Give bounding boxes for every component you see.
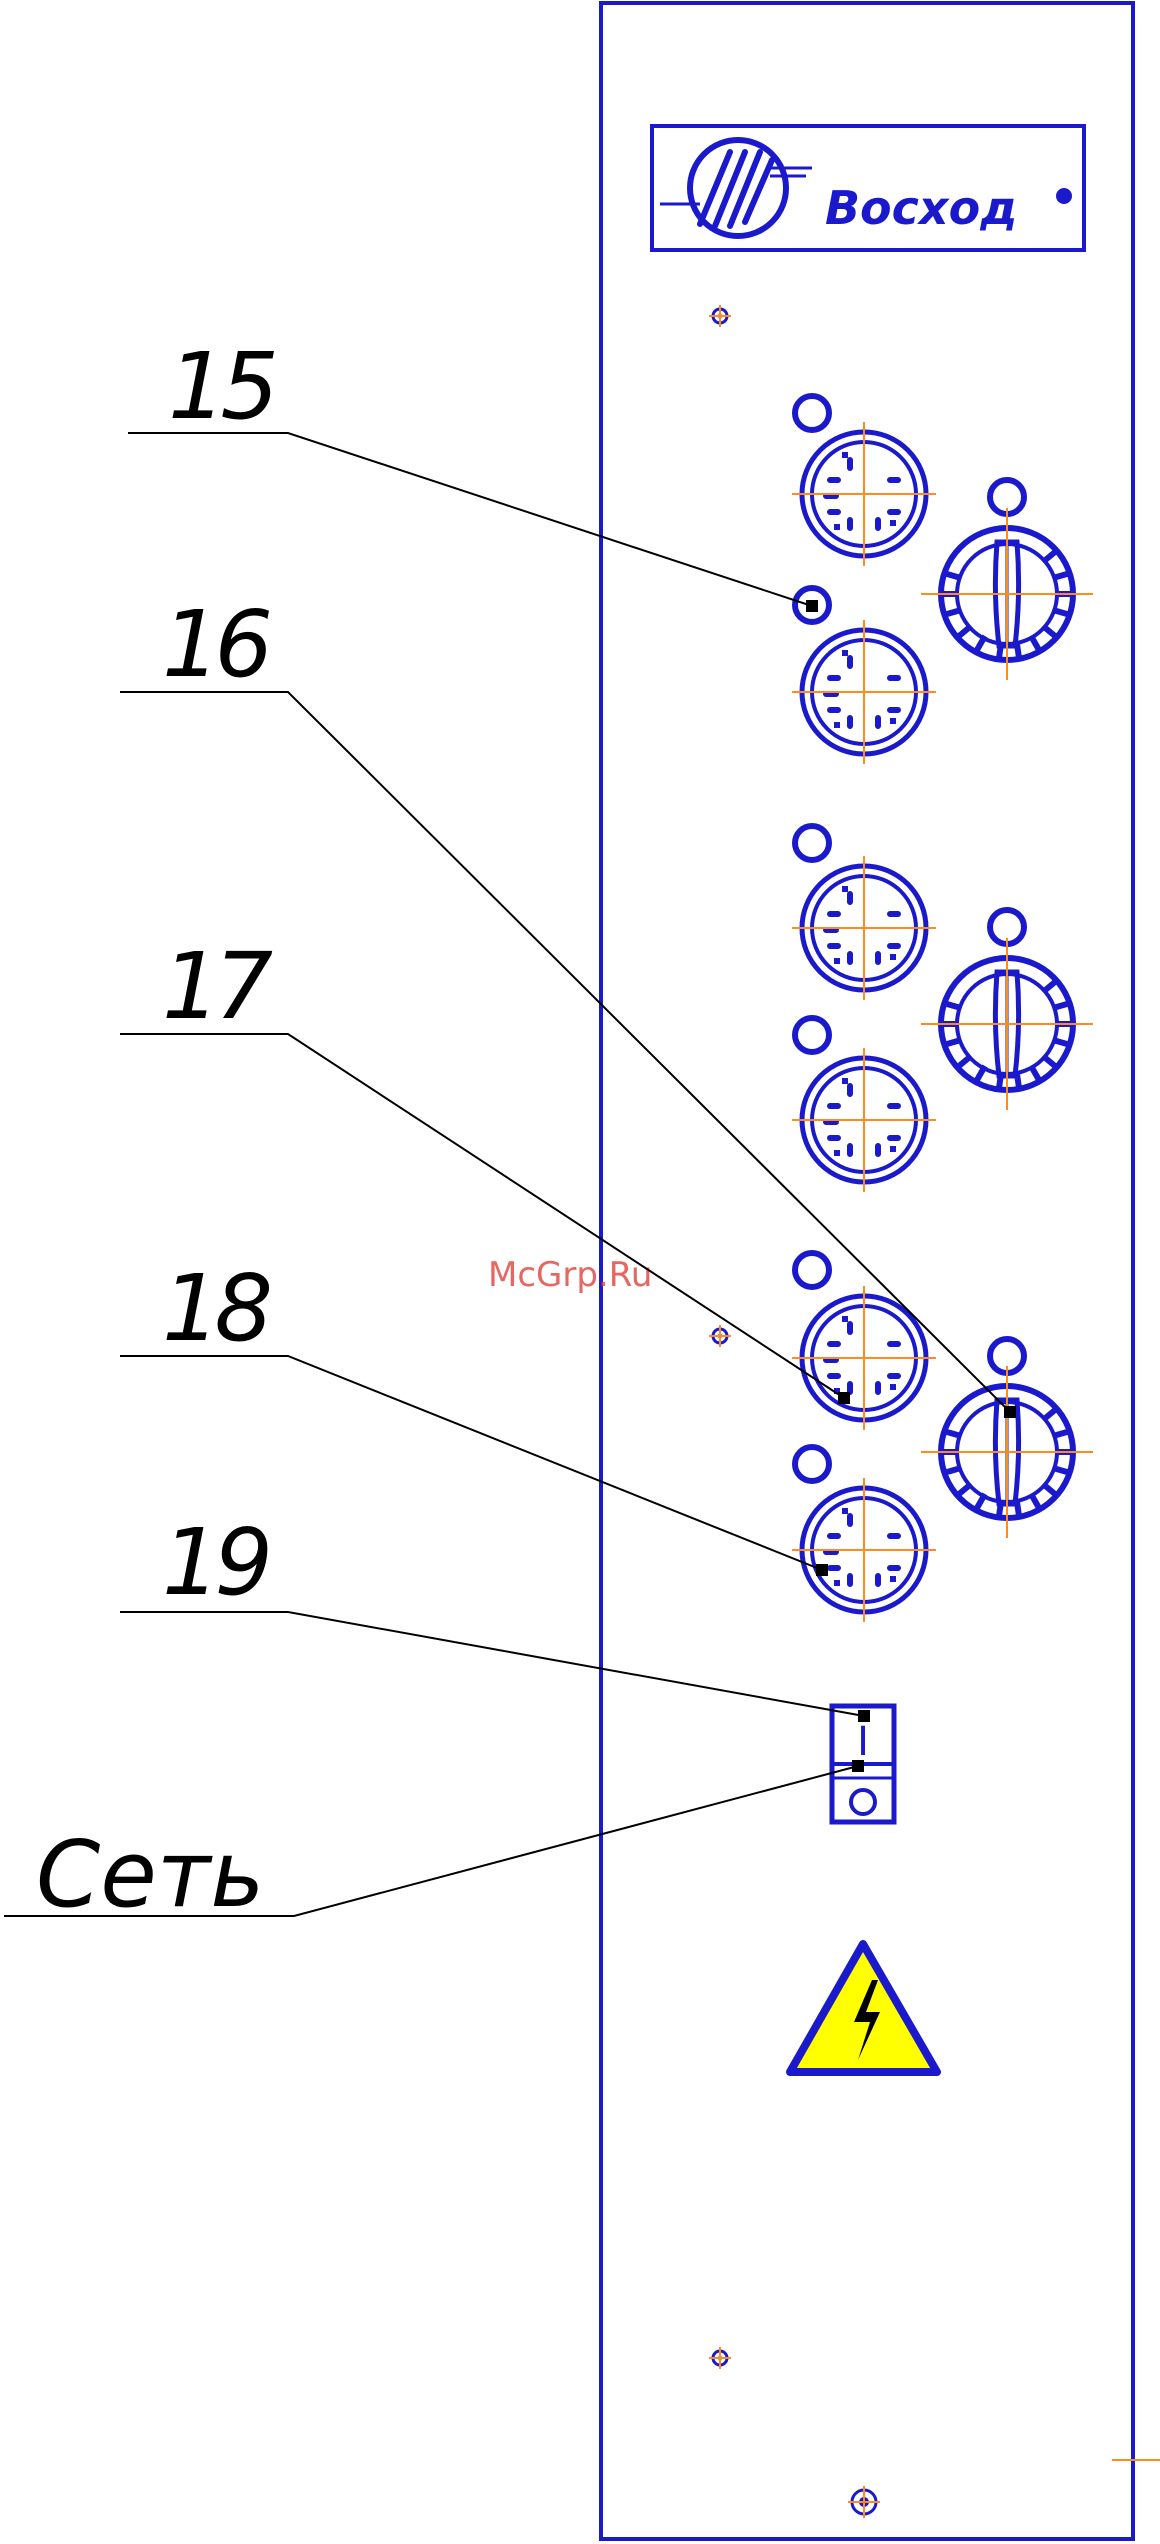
callout-label: Сеть [36, 1821, 265, 1928]
hotplate-switch-knob[interactable] [792, 856, 936, 1000]
indicator-lamp [795, 396, 829, 430]
callout-label: 15 [168, 333, 275, 440]
hotplate-switch-knob[interactable] [792, 422, 936, 566]
power-switch-off-symbol [851, 1790, 875, 1814]
hotplate-switch-knob[interactable] [792, 1286, 936, 1430]
callout-label: 18 [162, 1255, 270, 1362]
oven-thermostat-knob[interactable] [921, 938, 1093, 1110]
callout-label: 17 [162, 933, 273, 1040]
oven-thermostat-knob[interactable] [921, 1366, 1093, 1538]
indicator-lamp [795, 1447, 829, 1481]
callout-label: 19 [162, 1509, 268, 1616]
oven-thermostat-knob[interactable] [921, 508, 1093, 680]
callout-15: 15 [128, 333, 818, 612]
indicator-lamp [795, 1018, 829, 1052]
panel-outline [601, 3, 1133, 2539]
power-switch-on-symbol: I [857, 1719, 869, 1765]
hotplate-switch-knob[interactable] [792, 1048, 936, 1192]
indicator-lamp [795, 826, 829, 860]
high-voltage-warning-icon [790, 1944, 937, 2072]
watermark: McGrp.Ru [488, 1255, 652, 1295]
hotplate-switch-knob[interactable] [792, 1478, 936, 1622]
indicator-lamp [795, 1253, 829, 1287]
hotplate-switch-knob[interactable] [792, 620, 936, 764]
brand-logo: Восход [652, 126, 1084, 250]
callout-label: 16 [162, 591, 270, 698]
brand-name: Восход [825, 181, 1017, 235]
callout-19: 19 [120, 1509, 870, 1722]
mounting-screw [709, 1325, 731, 1347]
mounting-screw [709, 305, 731, 327]
mounting-screw [848, 2486, 880, 2518]
callout-network: Сеть [4, 1760, 864, 1928]
mounting-screw [709, 2347, 731, 2369]
